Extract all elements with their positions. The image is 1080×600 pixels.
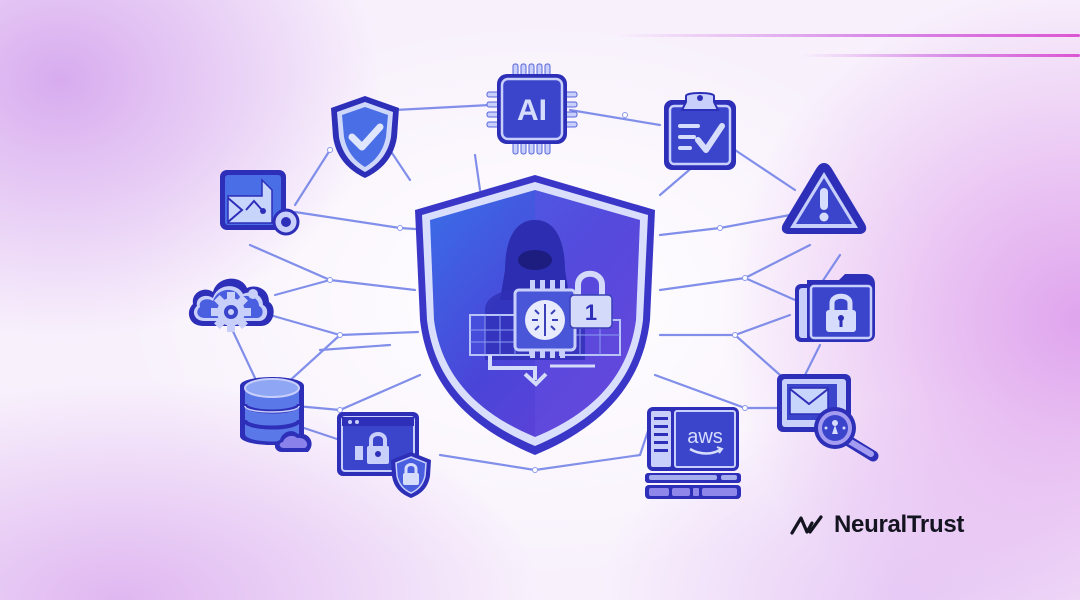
email-attachment-icon xyxy=(220,170,300,236)
central-shield: 1 xyxy=(410,170,660,460)
clipboard-check-icon xyxy=(664,92,736,170)
shield-check-icon xyxy=(331,96,399,178)
node-database[interactable] xyxy=(238,372,318,456)
accent-stripe-top xyxy=(615,34,1080,37)
lock-number: 1 xyxy=(585,300,597,325)
database-icon xyxy=(240,377,312,452)
node-browser-lock[interactable] xyxy=(335,410,435,500)
node-clipboard-check[interactable] xyxy=(660,88,740,173)
neural-trust-zigzag-icon xyxy=(790,515,823,535)
brand-name: NeuralTrust xyxy=(834,511,965,538)
ai-chip-label: AI xyxy=(517,94,547,127)
browser-lock-shield-icon xyxy=(337,412,431,498)
locked-folder-icon xyxy=(795,274,875,342)
node-email-search[interactable] xyxy=(775,372,883,462)
node-email-attachment[interactable] xyxy=(218,168,300,240)
cloud-gear-icon xyxy=(188,278,274,332)
email-search-icon xyxy=(777,374,879,462)
aws-label: aws xyxy=(687,426,723,448)
node-cloud-gear[interactable] xyxy=(183,268,278,338)
accent-stripe-bottom xyxy=(800,54,1080,57)
shield-hacker-lock-icon: 1 xyxy=(415,175,655,455)
aws-server-icon: aws xyxy=(645,407,741,499)
neuraltrust-logo[interactable]: NeuralTrust xyxy=(790,510,964,540)
node-aws-server[interactable]: aws xyxy=(645,405,745,500)
node-warning[interactable] xyxy=(780,160,868,236)
node-ai-chip[interactable]: AI xyxy=(485,62,580,157)
node-locked-folder[interactable] xyxy=(793,272,878,344)
warning-triangle-icon xyxy=(781,163,867,234)
node-shield-check[interactable] xyxy=(325,92,405,182)
ai-chip-icon: AI xyxy=(486,63,578,155)
